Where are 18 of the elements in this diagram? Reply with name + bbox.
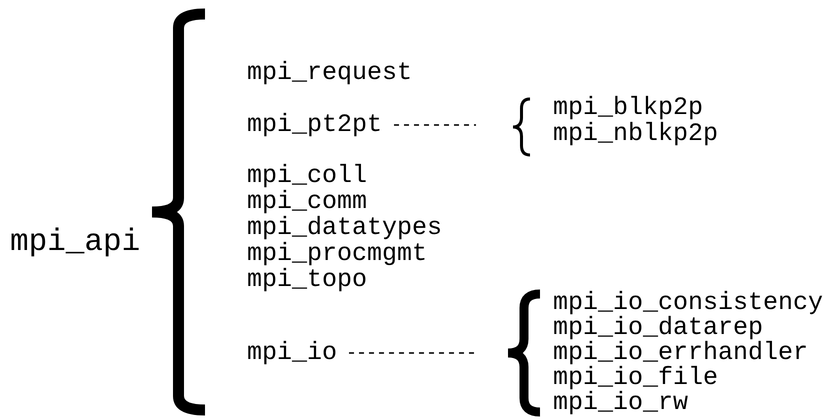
node-label: mpi_io_file — [553, 365, 718, 391]
node-label: mpi_coll — [247, 163, 368, 189]
node-label: mpi_pt2pt — [247, 112, 382, 138]
node-label: mpi_io_datarep — [553, 315, 764, 341]
node-label: mpi_topo — [247, 267, 368, 293]
node-label: mpi_request — [247, 60, 412, 86]
node-label: mpi_io_consistency — [553, 290, 823, 316]
node-label: mpi_io_errhandler — [553, 340, 808, 366]
node-label: mpi_io — [247, 340, 338, 366]
node-label: mpi_nblkp2p — [553, 121, 718, 147]
node-label: mpi_procmgmt — [247, 241, 428, 267]
node-label: mpi_blkp2p — [553, 95, 704, 121]
node-label: mpi_datatypes — [247, 215, 442, 241]
dotted-line — [394, 124, 476, 126]
node-label: mpi_comm — [247, 189, 368, 215]
node-label: mpi_api — [10, 226, 140, 260]
node-label: mpi_io_rw — [553, 390, 688, 416]
dotted-line — [349, 352, 476, 354]
